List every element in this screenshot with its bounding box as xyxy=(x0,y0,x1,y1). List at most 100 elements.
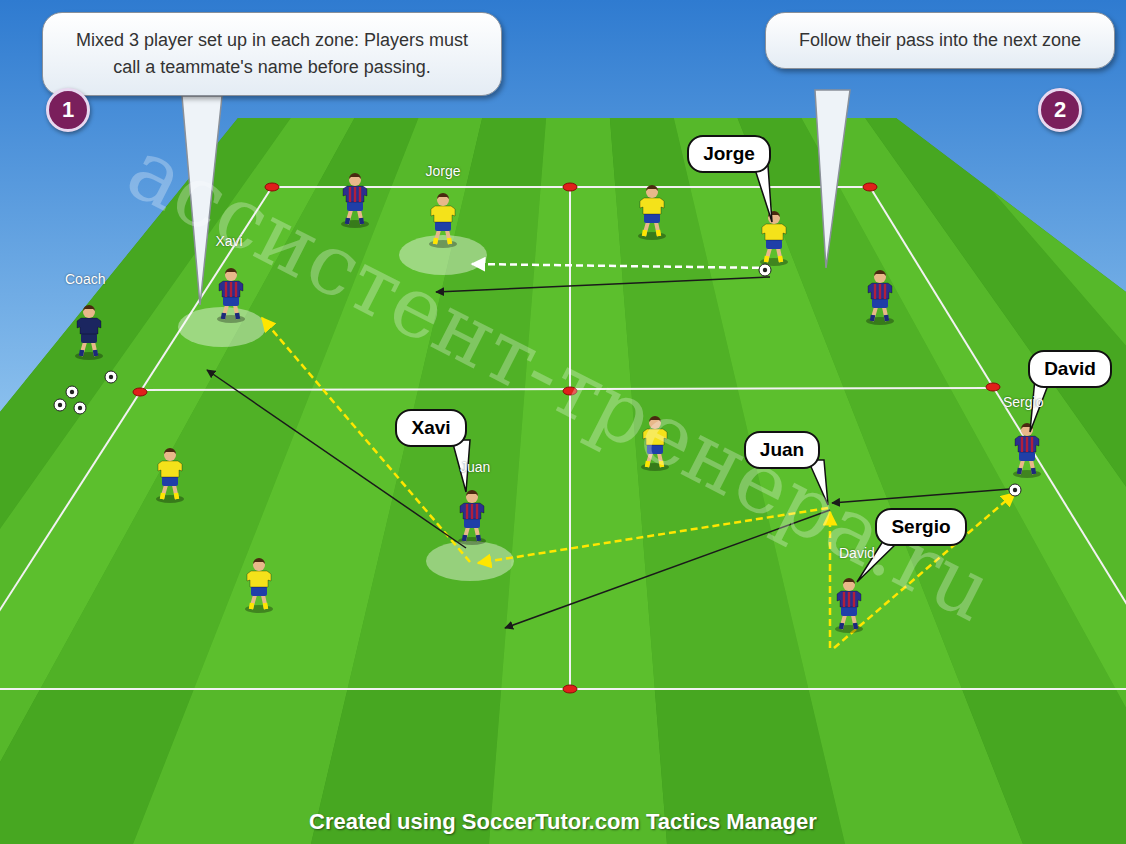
ball xyxy=(74,402,86,414)
head xyxy=(437,194,449,206)
player xyxy=(75,305,103,360)
hair xyxy=(437,193,449,199)
shirt-stripe xyxy=(230,282,232,297)
cone xyxy=(563,685,577,693)
player xyxy=(760,211,788,266)
player-name: Jorge xyxy=(426,163,461,179)
legs xyxy=(872,307,887,321)
name-bubble: Jorge xyxy=(687,135,771,173)
shirt xyxy=(247,571,271,587)
node-text: David xyxy=(1044,358,1096,379)
shirt-stripe xyxy=(874,284,876,299)
player xyxy=(429,193,457,248)
socks xyxy=(1019,468,1034,474)
illustration-part xyxy=(105,371,117,383)
shirt-stripe xyxy=(853,592,855,607)
socks xyxy=(251,603,266,609)
socks xyxy=(644,230,659,236)
shirt-stripe xyxy=(848,592,850,607)
shirt-stripe xyxy=(359,187,361,202)
shirt-stripe xyxy=(476,504,478,519)
player xyxy=(1013,423,1041,478)
name-bubble: Sergio xyxy=(875,508,966,546)
hair xyxy=(874,270,886,276)
shirt xyxy=(868,283,892,299)
node-text: Mixed 3 player set up in each zone: Play… xyxy=(76,30,468,77)
hair xyxy=(349,173,361,179)
player-name: Coach xyxy=(65,271,105,287)
legs xyxy=(81,342,96,356)
illustration-part xyxy=(1013,488,1017,492)
shirt xyxy=(837,591,861,607)
hair xyxy=(164,448,176,454)
callout-tail xyxy=(815,90,850,268)
socks xyxy=(464,535,479,541)
shirt-stripe xyxy=(235,282,237,297)
illustration-part xyxy=(1009,484,1021,496)
node-text: Follow their pass into the next zone xyxy=(799,30,1081,50)
cone xyxy=(133,388,147,396)
illustration-part xyxy=(763,268,767,272)
shirt xyxy=(77,318,101,334)
illustration-part xyxy=(58,403,62,407)
node-text: Jorge xyxy=(703,143,755,164)
illustration-part xyxy=(54,399,66,411)
head xyxy=(874,271,886,283)
shirt-stripe xyxy=(354,187,356,202)
legs xyxy=(162,485,177,499)
name-bubble: Juan xyxy=(744,431,820,469)
pitch-line xyxy=(870,187,1126,689)
socks xyxy=(81,350,96,356)
socks xyxy=(841,623,856,629)
run-arrow xyxy=(207,370,466,548)
cone xyxy=(563,183,577,191)
head xyxy=(225,269,237,281)
shirt-stripe xyxy=(1021,437,1023,452)
shirt-stripe xyxy=(884,284,886,299)
player xyxy=(217,268,245,323)
hair xyxy=(253,558,265,564)
shirt xyxy=(762,224,786,240)
socks xyxy=(872,315,887,321)
legs xyxy=(464,527,479,541)
head xyxy=(646,186,658,198)
head xyxy=(164,449,176,461)
socks xyxy=(162,493,177,499)
cone xyxy=(863,183,877,191)
illustration-part xyxy=(66,386,78,398)
legs xyxy=(223,305,238,319)
socks xyxy=(223,313,238,319)
node-text: 1 xyxy=(62,97,74,123)
legs xyxy=(644,222,659,236)
ball xyxy=(54,399,66,411)
ball xyxy=(759,264,771,276)
legs xyxy=(435,230,450,244)
shirt xyxy=(158,461,182,477)
shirt-stripe xyxy=(879,284,881,299)
socks xyxy=(766,256,781,262)
shirt-stripe xyxy=(1026,437,1028,452)
shirt xyxy=(1015,436,1039,452)
shirt-stripe xyxy=(843,592,845,607)
illustration-part xyxy=(759,264,771,276)
player xyxy=(638,185,666,240)
footer-credit: Created using SoccerTutor.com Tactics Ma… xyxy=(309,809,817,835)
hair xyxy=(646,185,658,191)
head xyxy=(83,306,95,318)
player-name: Sergio xyxy=(1003,394,1043,410)
shirt-stripe xyxy=(349,187,351,202)
illustration-part xyxy=(70,390,74,394)
legs xyxy=(841,615,856,629)
callout-number: 2 xyxy=(1038,88,1082,132)
shirt xyxy=(343,186,367,202)
callout-box: Follow their pass into the next zone xyxy=(765,12,1115,69)
legs xyxy=(766,248,781,262)
head xyxy=(253,559,265,571)
hair xyxy=(83,305,95,311)
player xyxy=(156,448,184,503)
ball xyxy=(1009,484,1021,496)
cone xyxy=(986,383,1000,391)
player-name: Juan xyxy=(460,459,490,475)
shirt xyxy=(431,206,455,222)
